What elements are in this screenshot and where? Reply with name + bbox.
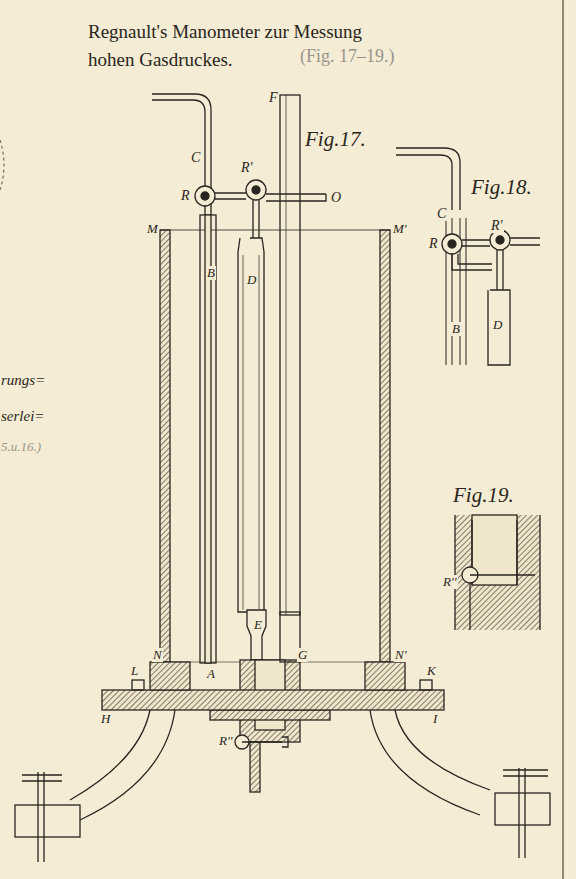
part-letter: L bbox=[130, 664, 139, 678]
part-letter: B bbox=[206, 266, 216, 280]
part-letter: B bbox=[451, 322, 461, 336]
part-letter: K bbox=[426, 664, 437, 678]
part-letter: E bbox=[253, 618, 263, 632]
part-letter: A bbox=[206, 667, 216, 681]
cut-off-text: serlei= bbox=[0, 408, 45, 425]
part-letter: O bbox=[330, 190, 342, 205]
part-letter: H bbox=[100, 712, 111, 726]
part-letter: N bbox=[152, 648, 163, 662]
part-letter: G bbox=[297, 648, 308, 662]
figure-label: Fig.18. bbox=[470, 176, 533, 199]
part-letter: R bbox=[428, 236, 439, 251]
part-letter: M bbox=[146, 222, 159, 236]
part-letter: I bbox=[432, 712, 438, 726]
part-letter: M' bbox=[392, 222, 408, 236]
part-letter: C bbox=[436, 206, 447, 221]
part-letter: R' bbox=[240, 160, 254, 175]
part-letter: R bbox=[180, 188, 191, 203]
part-letter: F bbox=[268, 90, 279, 105]
part-letter: C bbox=[190, 150, 201, 165]
part-letter: D bbox=[492, 318, 503, 332]
part-letter: N' bbox=[394, 648, 407, 662]
figure-label: Fig.17. bbox=[304, 128, 367, 151]
figure-range: (Fig. 17–19.) bbox=[300, 47, 395, 67]
figure-label: Fig.19. bbox=[452, 484, 515, 507]
part-letter: R'' bbox=[442, 575, 458, 589]
part-letter: D bbox=[246, 273, 257, 287]
cut-off-text: rungs= bbox=[0, 372, 46, 389]
cut-off-text: 5.u.16.) bbox=[0, 440, 42, 454]
part-letter: R'' bbox=[218, 734, 234, 748]
part-letter: R' bbox=[490, 218, 504, 233]
